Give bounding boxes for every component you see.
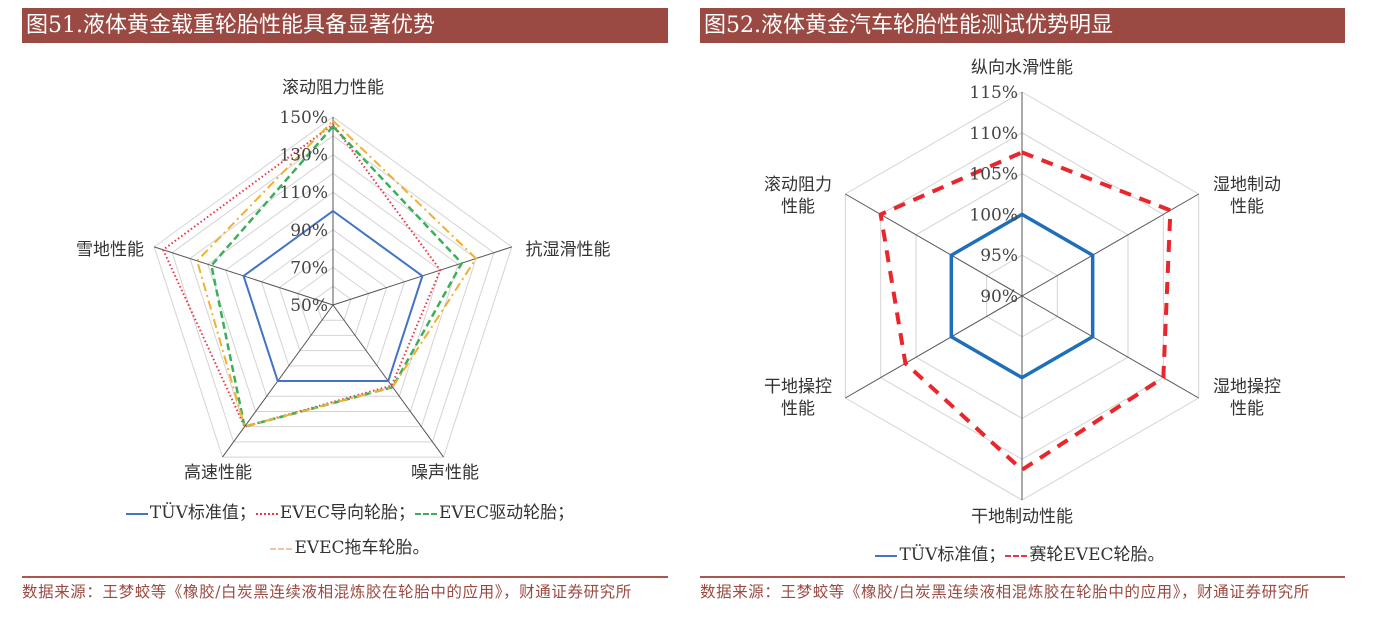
axis-spoke <box>1021 193 1199 297</box>
axis-label-line: 性能 <box>1230 399 1264 419</box>
tick-label: 70% <box>290 258 328 278</box>
chart52-legend: TÜV标准值； 赛轮EVEC轮胎。 <box>830 540 1210 565</box>
legend-label: 赛轮EVEC轮胎。 <box>1029 545 1165 565</box>
axis-label-line: 性能 <box>781 399 815 419</box>
chart51-legend-row1: TÜV标准值； EVEC导向轮胎； EVEC驱动轮胎； <box>90 498 610 523</box>
grid-ring <box>153 116 513 458</box>
tick-label: 150% <box>279 108 328 128</box>
axis-spoke <box>1021 295 1199 399</box>
legend-label: TÜV标准值； <box>149 503 256 523</box>
tick-label: 105% <box>969 165 1018 185</box>
grid-ring <box>296 266 370 336</box>
legend-swatch-tuv <box>125 512 148 515</box>
tick-label: 115% <box>969 83 1018 103</box>
legend-label: EVEC导向轮胎； <box>279 503 415 523</box>
tick-label: 110% <box>969 124 1018 144</box>
axis-label: 干地制动性能 <box>971 507 1073 527</box>
axis-label: 雪地性能 <box>76 240 144 260</box>
grid-ring <box>171 135 495 443</box>
legend-swatch-drive <box>414 512 437 515</box>
axis-label-line: 性能 <box>781 197 815 217</box>
axis-label: 纵向水滑性能 <box>971 58 1073 78</box>
series-line-2 <box>878 150 1173 473</box>
grid-ring <box>314 285 352 321</box>
tick-label: 95% <box>980 246 1018 266</box>
axis-label-line: 性能 <box>1230 197 1264 217</box>
grid-ring <box>207 172 459 412</box>
grid-ring <box>225 191 441 397</box>
radar-chart-2: 90%95%100%105%110%115%纵向水滑性能湿地制动性能湿地操控性能… <box>764 58 1281 527</box>
legend-label: EVEC驱动轮胎； <box>438 503 575 523</box>
axis-spoke <box>845 193 1023 297</box>
source-note-52: 数据来源：王梦蛟等《橡胶/白炭黑连续液相混炼胶在轮胎中的应用》，财通证券研究所 <box>700 583 1310 601</box>
axis-label: 湿地制动性能 <box>1213 175 1281 217</box>
series-line-1 <box>949 212 1095 380</box>
series-line-2 <box>161 123 442 428</box>
axis-label-line: 干地制动性能 <box>971 507 1073 527</box>
legend-swatch-evec <box>1005 554 1028 557</box>
legend-swatch-guide <box>255 512 278 515</box>
legend-swatch-trailer <box>270 547 293 550</box>
axis-label: 抗湿滑性能 <box>526 240 611 260</box>
tick-label: 90% <box>290 221 328 241</box>
series-line-4 <box>195 119 478 428</box>
tick-label: 50% <box>290 296 328 316</box>
axis-label: 高速性能 <box>184 463 252 483</box>
axis-label: 湿地操控性能 <box>1213 377 1281 419</box>
axis-label-line: 滚动阻力 <box>764 175 832 195</box>
divider <box>700 576 1345 578</box>
legend-label: EVEC拖车轮胎。 <box>294 538 430 558</box>
divider <box>22 576 668 578</box>
grid-ring <box>189 153 477 428</box>
tick-label: 110% <box>279 183 328 203</box>
axis-label-line: 湿地操控 <box>1213 377 1281 397</box>
figure-52-title: 图52.液体黄金汽车轮胎性能测试优势明显 <box>700 8 1345 43</box>
axis-label: 噪声性能 <box>411 463 479 483</box>
series-line-3 <box>210 124 464 429</box>
axis-label-line: 纵向水滑性能 <box>971 58 1073 78</box>
axis-label: 干地操控性能 <box>764 377 832 419</box>
legend-label: TÜV标准值； <box>899 545 1006 565</box>
figure-51-title: 图51.液体黄金载重轮胎性能具备显著优势 <box>22 8 668 43</box>
axis-label-line: 湿地制动 <box>1213 175 1281 195</box>
tick-label: 130% <box>279 146 328 166</box>
source-note-51: 数据来源：王梦蛟等《橡胶/白炭黑连续液相混炼胶在轮胎中的应用》，财通证券研究所 <box>22 583 632 601</box>
axis-label: 滚动阻力性能 <box>282 78 384 98</box>
grid-ring <box>260 229 406 367</box>
axis-spoke <box>845 295 1023 399</box>
chart51-legend-row2: EVEC拖车轮胎。 <box>190 533 510 558</box>
grid-ring <box>278 247 388 352</box>
series-line-1 <box>242 209 424 383</box>
tick-label: 100% <box>969 205 1018 225</box>
tick-label: 90% <box>980 287 1018 307</box>
axis-label-line: 干地操控 <box>764 377 832 397</box>
axis-label: 滚动阻力性能 <box>764 175 832 217</box>
legend-swatch-tuv <box>875 554 898 557</box>
